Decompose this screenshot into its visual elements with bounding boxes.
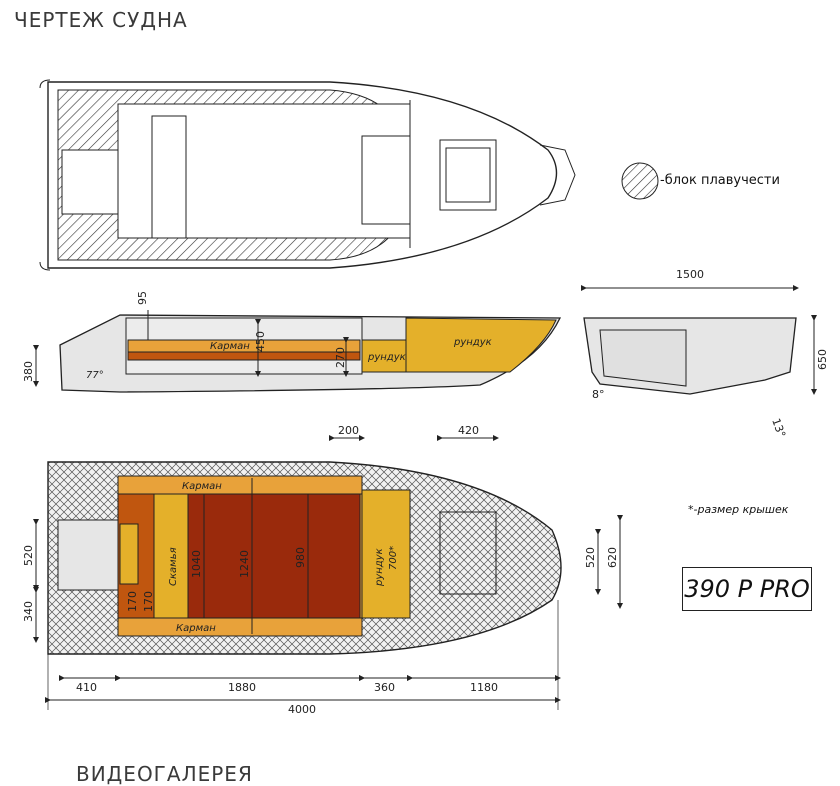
dim-650: 650 — [816, 349, 829, 370]
dim-1240: 1240 — [238, 550, 251, 578]
dim-1040: 1040 — [190, 550, 203, 578]
side-view: 95 450 270 380 77° Карман рундук рундук — [22, 291, 562, 393]
label-pocket-bottom: Карман — [176, 623, 216, 634]
label-box-small: рундук — [367, 352, 406, 363]
dim-1880: 1880 — [228, 681, 256, 694]
label-box-top: рундук — [374, 548, 385, 587]
dim-95: 95 — [136, 291, 149, 305]
angle-77: 77° — [86, 370, 104, 381]
dim-170-b: 170 — [142, 591, 155, 612]
label-box-large: рундук — [453, 337, 492, 348]
model-badge: 390 P PRO — [682, 567, 812, 611]
label-pocket-side: Карман — [210, 341, 250, 352]
dim-270: 270 — [334, 347, 347, 368]
label-box-size: 700* — [388, 546, 399, 570]
dim-410: 410 — [76, 681, 97, 694]
dim-380: 380 — [22, 361, 35, 382]
dim-1180: 1180 — [470, 681, 498, 694]
lid-size-note: *-размер крышек — [688, 503, 789, 516]
label-pocket-top: Карман — [182, 481, 222, 492]
label-bench: Скамья — [168, 547, 179, 586]
flotation-legend-label: -блок плавучести — [660, 173, 780, 188]
dim-340: 340 — [22, 601, 35, 622]
dim-360: 360 — [374, 681, 395, 694]
flotation-legend-icon — [621, 162, 659, 200]
dim-200: 200 — [338, 424, 359, 437]
angle-8: 8° — [592, 388, 605, 401]
dim-170-a: 170 — [126, 591, 139, 612]
dim-620: 620 — [606, 547, 619, 568]
section-view: 1500 650 8° 13° — [581, 268, 829, 440]
page-title: ЧЕРТЕЖ СУДНА — [14, 8, 188, 32]
dim-520-right: 520 — [584, 547, 597, 568]
dim-420: 420 — [458, 424, 479, 437]
dim-520-left: 520 — [22, 545, 35, 566]
plan-view-bottom: 200 420 1040 1240 980 170 170 520 340 52… — [22, 424, 623, 716]
dim-980: 980 — [294, 547, 307, 568]
dim-450: 450 — [254, 331, 267, 352]
dim-4000: 4000 — [288, 703, 316, 716]
plan-view-top — [39, 79, 576, 271]
angle-13: 13° — [769, 417, 788, 440]
gallery-heading: ВИДЕОГАЛЕРЕЯ — [76, 762, 253, 786]
dim-1500: 1500 — [676, 268, 704, 281]
